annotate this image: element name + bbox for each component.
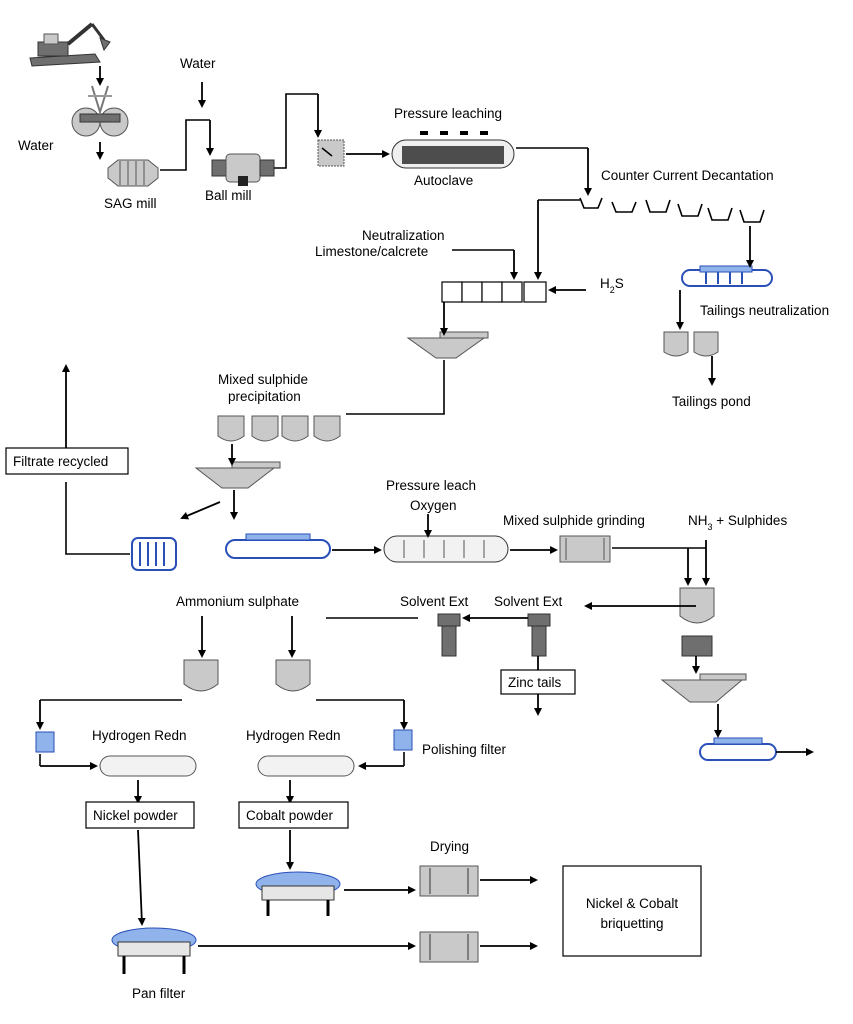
nh3-sulphides-label: NH3 + Sulphides [688, 513, 787, 532]
hydrogen-redn-label-1: Hydrogen Redn [92, 728, 187, 743]
ammonium-sulphate-label: Ammonium sulphate [176, 594, 299, 609]
ccd-label: Counter Current Decantation [601, 168, 774, 183]
pan-filter-cobalt-icon [255, 871, 341, 916]
nickel-powder-text: Nickel powder [93, 808, 178, 823]
filtrate-recycled-text: Filtrate recycled [13, 454, 108, 469]
tailings-neutralization-filter-icon [681, 265, 773, 287]
drying-label: Drying [430, 839, 469, 854]
pan-filter-label: Pan filter [132, 986, 186, 1001]
water-left-label: Water [18, 138, 54, 153]
neutralization-label: Neutralization [362, 228, 445, 243]
nickel-powder-box: Nickel powder [85, 801, 195, 829]
briquetting-text-line1: Nickel & Cobalt [586, 896, 679, 911]
briquetting-text-line2: briquetting [600, 916, 663, 931]
reduction-feed-tank-1-icon [183, 659, 219, 692]
leach-tank-icon [317, 139, 345, 167]
filtrate-recycled-box: Filtrate recycled [5, 447, 129, 475]
ms-grinding-label: Mixed sulphide grinding [503, 513, 645, 528]
belt-filter-icon [225, 533, 331, 559]
labels: Water Water SAG mill Ball mill Pressure … [18, 56, 829, 1001]
neutralization-tanks-icon [441, 281, 547, 303]
h2s-label: H2S [600, 276, 624, 295]
limestone-label: Limestone/calcrete [315, 244, 428, 259]
crusher-icon [71, 85, 129, 137]
thickener-icon [406, 331, 489, 359]
leach-vessel-icon [679, 587, 715, 657]
pan-filter-nickel-icon [111, 927, 197, 974]
solvent-ext-column-1-icon [437, 613, 461, 657]
sag-mill-icon [107, 159, 159, 187]
msp-label-line1: Mixed sulphide [218, 372, 308, 387]
water-top-label: Water [180, 56, 216, 71]
zinc-tails-box: Zinc tails [500, 669, 576, 695]
cobalt-powder-text: Cobalt powder [246, 808, 334, 823]
briquetting-box: Nickel & Cobalt briquetting [562, 865, 702, 957]
ball-mill-label: Ball mill [205, 188, 252, 203]
tailings-neutralization-label: Tailings neutralization [700, 303, 829, 318]
polishing-filter-label: Polishing filter [422, 742, 507, 757]
thickener-2-icon [194, 461, 281, 489]
pressure-leach-autoclave-icon [383, 535, 509, 563]
hydrogen-reduction-1-icon [99, 755, 197, 777]
autoclave-label: Autoclave [414, 173, 473, 188]
flow-lines [36, 66, 814, 950]
oxygen-label: Oxygen [410, 498, 457, 513]
autoclave-icon [391, 131, 515, 169]
msp-label-line2: precipitation [228, 389, 301, 404]
reduction-feed-tank-2-icon [275, 659, 311, 692]
solvent-ext-label-1: Solvent Ext [400, 594, 469, 609]
precipitation-tanks-icon [217, 415, 341, 442]
solvent-ext-label-2: Solvent Ext [494, 594, 563, 609]
tailings-pond-label: Tailings pond [672, 394, 751, 409]
ccd-thickeners-icon [579, 197, 765, 223]
filter-press-icon [131, 537, 177, 571]
small-filter-right-icon [393, 729, 413, 751]
zinc-tails-text: Zinc tails [508, 675, 562, 690]
cobalt-powder-box: Cobalt powder [238, 801, 349, 829]
pressure-leaching-label: Pressure leaching [394, 106, 502, 121]
solvent-ext-column-2-icon [527, 613, 551, 657]
thickener-3-icon [660, 673, 747, 703]
ball-mill-icon [211, 153, 275, 186]
hydrogen-reduction-2-icon [257, 755, 355, 777]
pressure-leach-label: Pressure leach [386, 478, 476, 493]
dryer-nickel-icon [419, 931, 479, 963]
excavator-icon [29, 22, 111, 67]
grinding-mill-icon [559, 535, 611, 563]
tailings-tanks-icon [663, 331, 719, 357]
belt-filter-right-icon [699, 737, 777, 761]
small-filter-left-icon [35, 731, 55, 753]
dryer-cobalt-icon [419, 865, 479, 897]
sag-mill-label: SAG mill [104, 196, 157, 211]
hydrogen-redn-label-2: Hydrogen Redn [246, 728, 341, 743]
